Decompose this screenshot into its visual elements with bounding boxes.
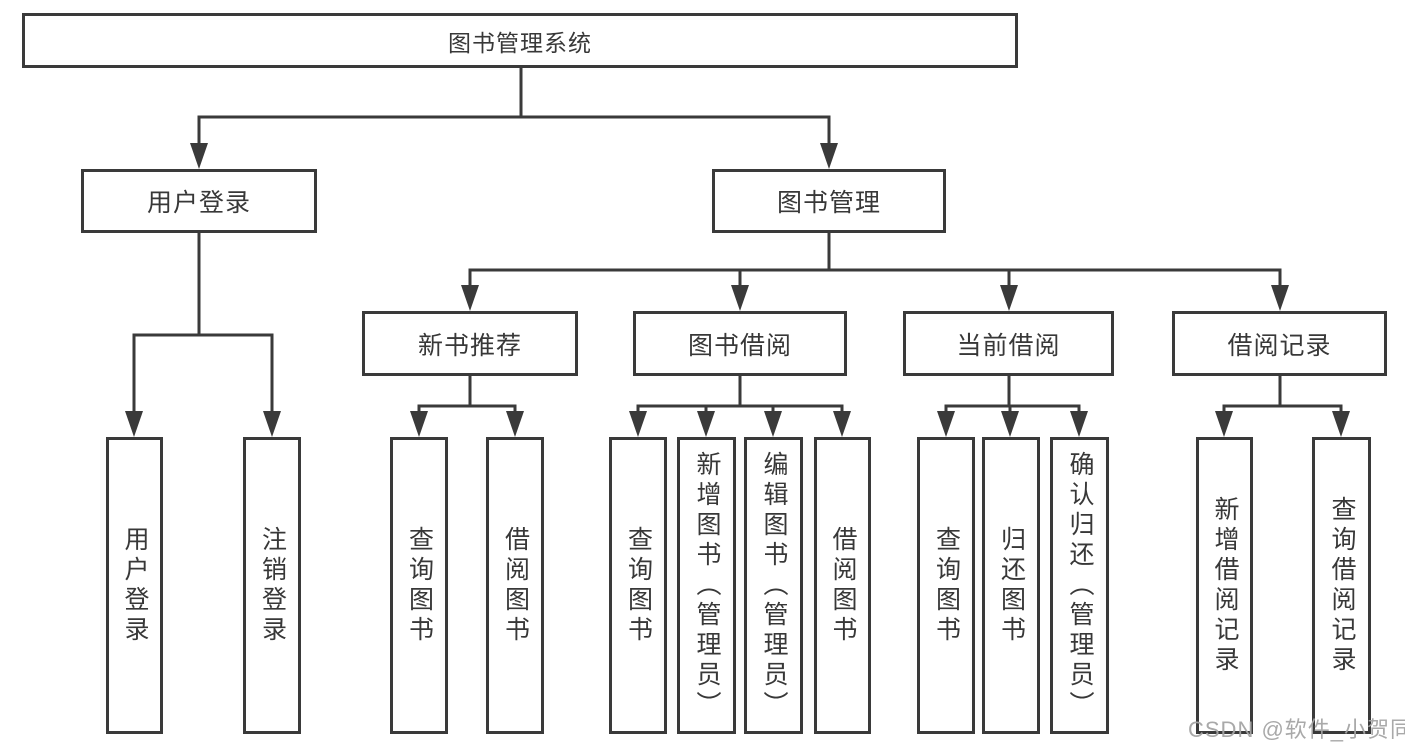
- leaf-borrow-query-books-label: 查询图书: [624, 525, 653, 646]
- leaf-recommend-borrow-books: 借阅图书: [486, 437, 544, 734]
- connector-user-login-to-leaves: [125, 231, 281, 437]
- leaf-recommend-query-books-label: 查询图书: [405, 525, 434, 646]
- node-current-borrow: 当前借阅: [903, 311, 1114, 376]
- leaf-add-borrow-record-label: 新增借阅记录: [1211, 495, 1239, 676]
- node-library-management-system: 图书管理系统: [22, 13, 1018, 68]
- leaf-borrow-books: 借阅图书: [814, 437, 871, 734]
- leaf-user-login: 用户登录: [106, 437, 163, 734]
- leaf-return-book-label: 归还图书: [997, 525, 1026, 646]
- leaf-query-borrow-record: 查询借阅记录: [1312, 437, 1371, 734]
- connector-book-management-to-level3: [461, 231, 1289, 311]
- node-new-book-recommend: 新书推荐: [362, 311, 578, 376]
- connector-borrow-records-to-leaves: [1215, 374, 1350, 437]
- leaf-confirm-return-admin-label: 确认归还（管理员）: [1066, 450, 1094, 721]
- node-borrow-records: 借阅记录: [1172, 311, 1387, 376]
- csdn-watermark: CSDN @软件_小贺同学: [1188, 717, 1405, 742]
- leaf-borrow-query-books: 查询图书: [609, 437, 667, 734]
- leaf-edit-book-admin: 编辑图书（管理员）: [744, 437, 803, 734]
- leaf-recommend-borrow-books-label: 借阅图书: [501, 525, 530, 646]
- leaf-logout: 注销登录: [243, 437, 301, 734]
- connector-new-book-recommend-to-leaves: [410, 374, 524, 437]
- connector-root-to-level2: [190, 66, 838, 169]
- leaf-edit-book-admin-label: 编辑图书（管理员）: [760, 450, 788, 721]
- leaf-query-borrow-record-label: 查询借阅记录: [1328, 495, 1356, 676]
- leaf-add-book-admin-label: 新增图书（管理员）: [693, 450, 721, 721]
- leaf-return-book: 归还图书: [982, 437, 1040, 734]
- connector-current-borrow-to-leaves: [937, 374, 1088, 437]
- leaf-add-book-admin: 新增图书（管理员）: [677, 437, 736, 734]
- leaf-confirm-return-admin: 确认归还（管理员）: [1050, 437, 1109, 734]
- node-user-login: 用户登录: [81, 169, 317, 233]
- node-book-management: 图书管理: [712, 169, 946, 233]
- leaf-logout-label: 注销登录: [258, 525, 287, 646]
- leaf-add-borrow-record: 新增借阅记录: [1196, 437, 1253, 734]
- leaf-borrow-books-label: 借阅图书: [829, 525, 857, 646]
- leaf-current-query-books-label: 查询图书: [932, 525, 961, 646]
- connector-book-borrow-to-leaves: [629, 374, 851, 437]
- leaf-recommend-query-books: 查询图书: [390, 437, 448, 734]
- leaf-user-login-label: 用户登录: [121, 525, 149, 646]
- node-book-borrow: 图书借阅: [633, 311, 847, 376]
- leaf-current-query-books: 查询图书: [917, 437, 975, 734]
